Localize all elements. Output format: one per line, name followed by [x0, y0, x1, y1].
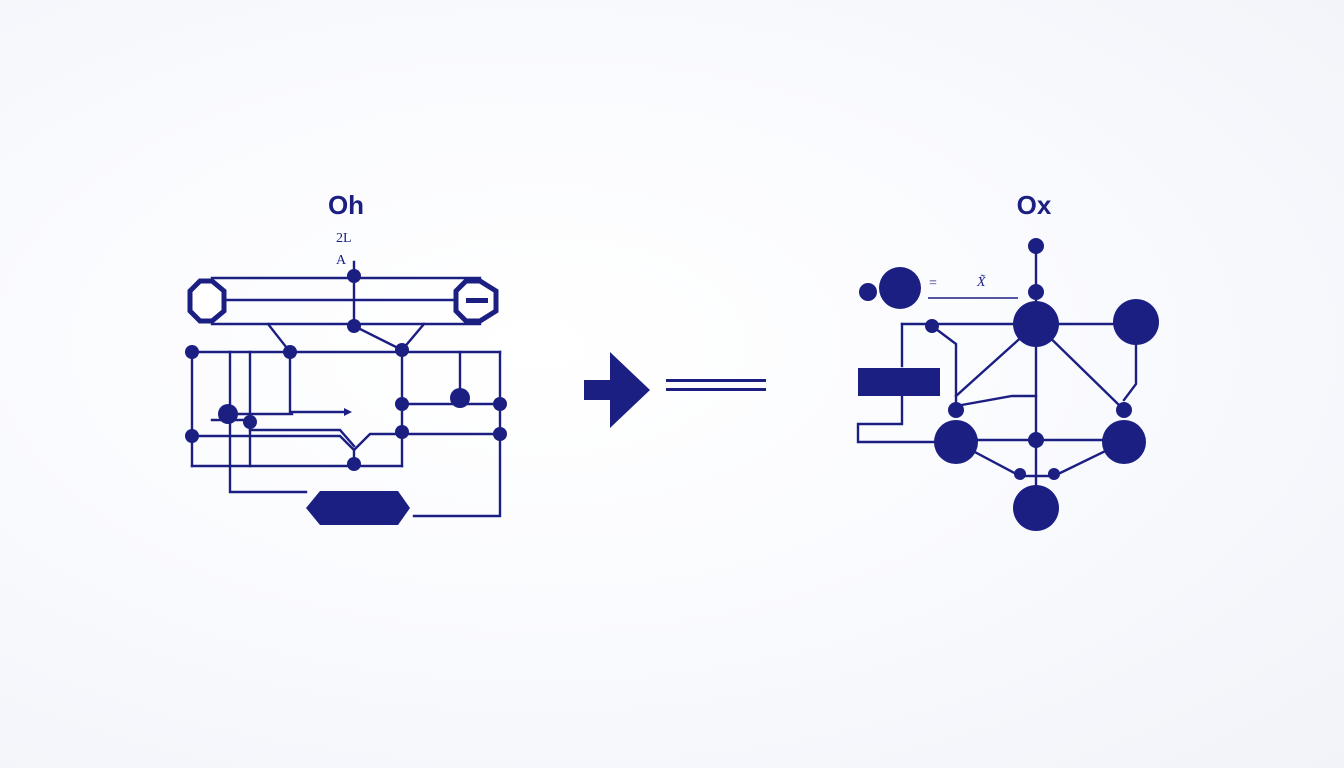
equals-icon-bottom [666, 388, 766, 391]
node-large [1113, 299, 1159, 345]
node [395, 397, 409, 411]
node [185, 429, 199, 443]
right-diagram-title: Ox [1017, 190, 1052, 220]
right-graph-diagram: Ox = X̃ [856, 190, 1159, 531]
left-label-top: 2L [336, 231, 352, 246]
node [493, 397, 507, 411]
node [347, 457, 361, 471]
node-large [450, 388, 470, 408]
equation-label: X̃ [976, 274, 986, 290]
edge [954, 394, 1038, 408]
node-large [218, 404, 238, 424]
arrow-line-2-path [210, 418, 356, 448]
edge [930, 324, 958, 412]
node [1014, 468, 1026, 480]
node-feed-bottom [347, 319, 361, 333]
node [395, 343, 409, 357]
node [1028, 432, 1044, 448]
rect-block [858, 368, 940, 396]
node [1048, 468, 1060, 480]
hexagon-block [306, 491, 410, 525]
node [925, 319, 939, 333]
node [1028, 284, 1044, 300]
node [243, 415, 257, 429]
node [395, 425, 409, 439]
minus-sign-icon [466, 298, 488, 303]
node [185, 345, 199, 359]
node-large [1013, 485, 1059, 531]
edge [954, 440, 1126, 478]
node [948, 402, 964, 418]
node-large [1013, 301, 1059, 347]
transform-symbol [584, 352, 766, 428]
node-large [879, 267, 921, 309]
node-feed-top [347, 269, 361, 283]
left-terminal-octagon [187, 278, 227, 324]
grid-row-4 [190, 432, 404, 452]
right-arrow-icon [584, 352, 650, 428]
node [1116, 402, 1132, 418]
node-large [1102, 420, 1146, 464]
arrow-line-1 [288, 350, 350, 414]
equation-sign: = [929, 276, 937, 291]
equals-icon-top [666, 379, 766, 382]
left-circuit-diagram: Oh 2L A [185, 190, 507, 525]
node [859, 283, 877, 301]
arrow-head-1 [344, 408, 352, 416]
node-large [934, 420, 978, 464]
node [493, 427, 507, 441]
node [1028, 238, 1044, 254]
grid-inner-left [228, 350, 308, 494]
left-diagram-title: Oh [328, 190, 364, 220]
branch-right [352, 322, 426, 352]
node [283, 345, 297, 359]
edge [856, 392, 942, 444]
left-label-bottom: A [336, 253, 347, 268]
